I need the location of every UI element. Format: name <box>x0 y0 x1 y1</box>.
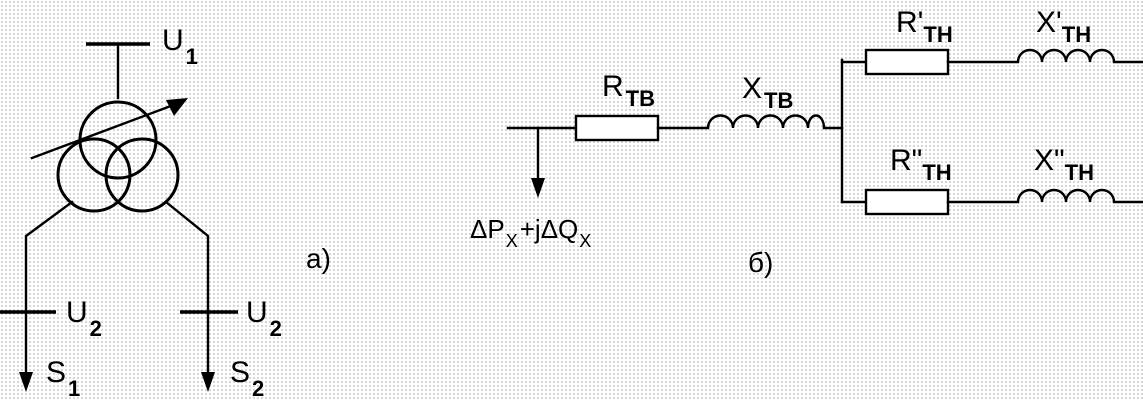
u2-left-label: U2 <box>66 296 102 341</box>
lv1-winding-circle <box>56 137 132 213</box>
no-load-loss-label: ΔPX+jΔQX <box>470 214 591 251</box>
lv2-winding-circle <box>104 137 180 213</box>
x-tv-label: XТВ <box>742 72 793 113</box>
u1-label: U1 <box>162 24 198 69</box>
r-tn-double-prime-label: R"ТН <box>890 144 952 185</box>
lv2-lead <box>164 200 210 382</box>
panel-b-equivalent-circuit: RТВ XТВ R'ТН X'ТН R"ТН X"ТН ΔPX+jΔQX б) <box>470 6 1143 278</box>
r-tv-label: RТВ <box>602 70 655 111</box>
x-tn-prime-label: X'ТН <box>1036 6 1091 47</box>
panel-b-caption: б) <box>748 247 773 278</box>
tap-changer-arrowhead <box>166 98 188 116</box>
s2-label: S2 <box>230 356 264 401</box>
u2-right-label: U2 <box>246 296 282 341</box>
s1-label: S1 <box>46 356 80 401</box>
s1-arrowhead <box>19 372 33 392</box>
x-tv-inductor <box>706 114 826 129</box>
no-load-arrowhead <box>531 178 545 198</box>
tap-changer-arrow-shaft <box>30 102 178 160</box>
s2-arrowhead <box>201 372 215 392</box>
panel-a-transformer: U1 U2 S1 U2 S2 а) <box>0 24 331 401</box>
panel-a-caption: а) <box>306 243 331 274</box>
r-tn-double-prime-resistor <box>864 188 950 216</box>
x-tn-double-prime-inductor <box>1016 188 1116 203</box>
lv1-lead <box>24 200 74 382</box>
x-tn-double-prime-label: X"ТН <box>1034 144 1094 185</box>
r-tn-prime-label: R'ТН <box>896 6 953 47</box>
r-tn-prime-resistor <box>864 48 950 76</box>
r-tv-resistor <box>574 114 660 142</box>
x-tn-prime-inductor <box>1016 48 1116 63</box>
